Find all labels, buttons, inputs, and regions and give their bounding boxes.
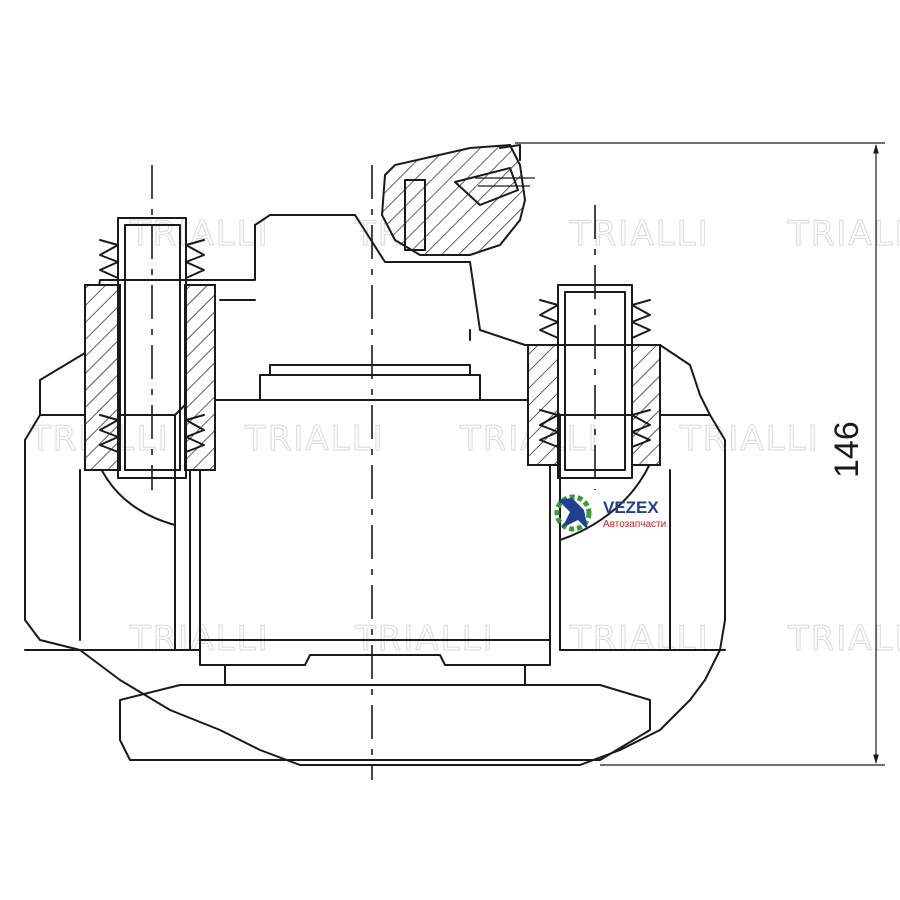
- watermark-text: TRIALLI: [787, 619, 900, 659]
- watermark-text: TRIALLI: [679, 419, 820, 459]
- caliper-body: [24, 214, 726, 766]
- watermark-text: TRIALLI: [129, 214, 270, 254]
- watermark-text: TRIALLI: [244, 419, 385, 459]
- logo-subtitle: Автозапчасти: [603, 519, 666, 530]
- logo-brand: VEZEX: [603, 498, 659, 517]
- wrench-icon: [558, 498, 588, 530]
- watermark-text: TRIALLI: [569, 619, 710, 659]
- dimension-label: 146: [828, 421, 866, 478]
- gear-icon: [554, 494, 592, 532]
- vezex-logo: VEZEX Автозапчасти: [554, 494, 666, 532]
- bleed-valve-section: [380, 143, 535, 256]
- right-guide-pin: [527, 284, 661, 479]
- watermark-text: TRIALLI: [569, 214, 710, 254]
- center-axes: [151, 165, 596, 780]
- watermark-text: TRIALLI: [787, 214, 900, 254]
- height-dimension: 146: [515, 142, 885, 766]
- left-guide-pin: [84, 217, 216, 479]
